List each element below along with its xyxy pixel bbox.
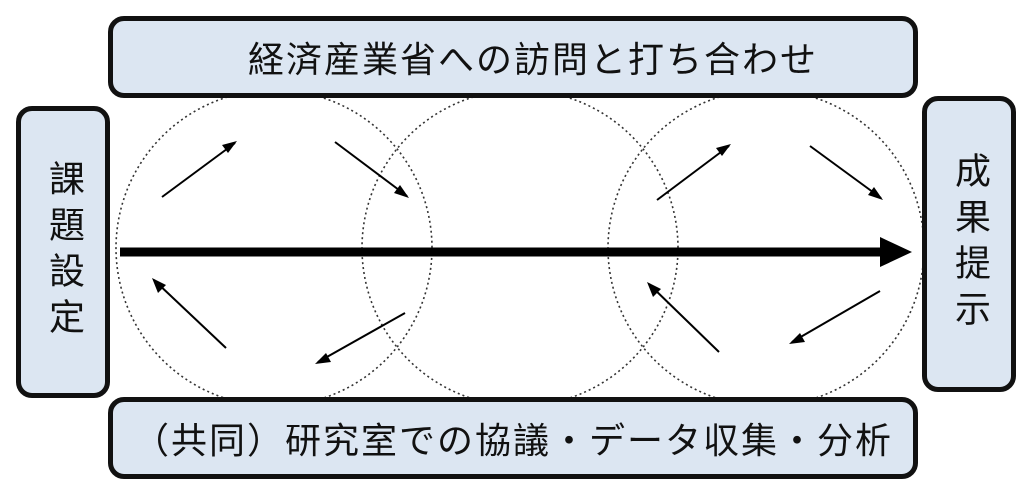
lab-discussion-banner: （共同）研究室での協議・データ収集・分析 xyxy=(108,397,918,479)
arrowhead-1a xyxy=(222,141,237,153)
cycle-arrow-1a xyxy=(161,142,236,198)
arrowhead-3c xyxy=(789,333,805,344)
main-arrowhead xyxy=(880,237,912,267)
arrowhead-1b xyxy=(394,185,409,198)
problem-setting-box: 課題設定 xyxy=(16,106,110,398)
cycle-arrow-1c xyxy=(317,312,406,363)
arrowhead-1c xyxy=(315,353,331,364)
ministry-visit-banner: 経済産業省への訪問と打ち合わせ xyxy=(108,16,918,98)
cycle-arrow-1d xyxy=(153,279,227,349)
results-presentation-label: 成果提示 xyxy=(949,152,990,336)
lab-discussion-label: （共同）研究室での協議・データ収集・分析 xyxy=(132,421,893,462)
arrowhead-3a xyxy=(716,144,731,156)
arrowhead-3d xyxy=(647,282,661,297)
cycle-arrow-3d xyxy=(648,283,720,353)
ministry-visit-label: 経済産業省への訪問と打ち合わせ xyxy=(247,40,818,81)
cycle-arrow-3a xyxy=(656,145,730,201)
arrowhead-3b xyxy=(868,187,883,200)
cycle-arrow-1b xyxy=(334,141,408,197)
results-presentation-box: 成果提示 xyxy=(922,96,1016,392)
arrowhead-1d xyxy=(152,278,166,293)
cycle-arrow-3b xyxy=(809,145,882,199)
cycle-arrow-3c xyxy=(791,290,881,343)
problem-setting-label: 課題設定 xyxy=(43,160,84,344)
